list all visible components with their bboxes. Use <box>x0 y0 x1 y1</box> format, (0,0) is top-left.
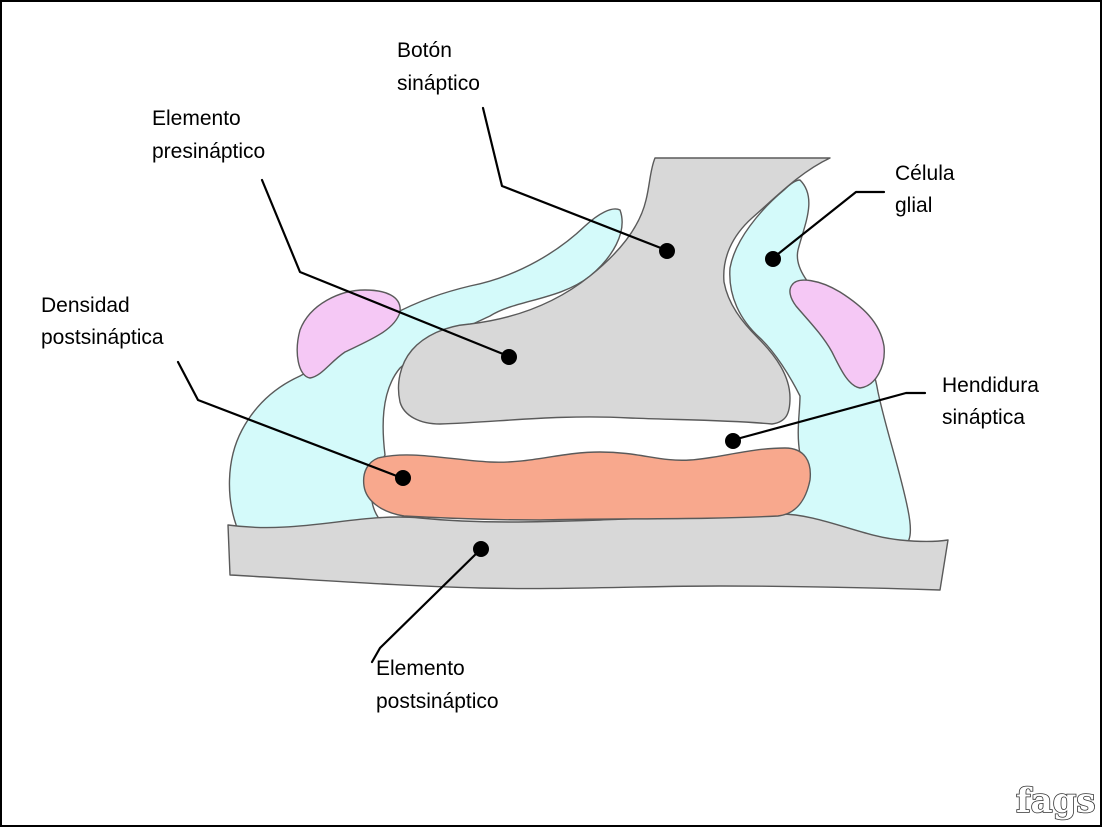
label-presinaptico-line1: Elemento <box>152 107 241 130</box>
postsynaptic-density <box>364 448 811 520</box>
label-hendidura-line2: sináptica <box>942 406 1025 429</box>
dot-boton <box>659 243 675 259</box>
postsynaptic-element <box>228 514 948 590</box>
label-glial-line1: Célula <box>895 162 955 185</box>
label-boton-line1: Botón <box>397 39 452 62</box>
label-boton-line2: sináptico <box>397 72 480 95</box>
watermark-logo: fags <box>1016 781 1096 821</box>
label-densidad-line2: postsináptica <box>41 326 164 349</box>
label-glial-line2: glial <box>895 194 932 217</box>
label-presinaptico-line2: presináptico <box>152 140 265 163</box>
label-hendidura-line1: Hendidura <box>942 374 1039 397</box>
label-postsinaptico-line2: postsináptico <box>376 690 499 713</box>
dot-glial <box>765 251 781 267</box>
dot-presinaptico <box>501 349 517 365</box>
dot-hendidura <box>725 433 741 449</box>
label-postsinaptico-line1: Elemento <box>376 657 465 680</box>
dot-postsinaptico <box>473 541 489 557</box>
label-densidad-line1: Densidad <box>41 294 130 317</box>
dot-densidad <box>395 470 411 486</box>
